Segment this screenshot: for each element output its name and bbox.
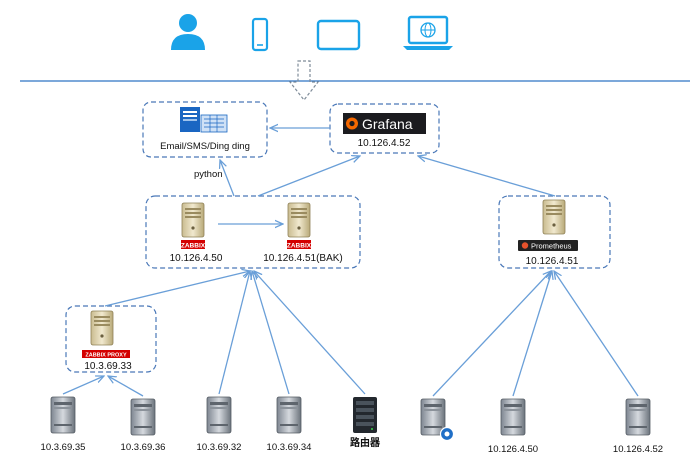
prometheus-brand: Prometheus (531, 242, 572, 251)
host-server-icon (50, 396, 76, 434)
proxy-server-icon (90, 310, 114, 346)
user-icon (171, 14, 205, 50)
zabbix-backup-ip: 10.126.4.51(BAK) (263, 253, 343, 264)
proxy-brand: ZABBIX PROXY (85, 353, 127, 359)
zabbix-server-icon (181, 202, 205, 238)
monitoring-badge-icon (439, 426, 455, 442)
host-label: 10.126.4.50 (488, 444, 538, 455)
alert-server-icon (180, 107, 228, 133)
host-server-icon (276, 396, 302, 434)
host-label: 10.3.69.35 (41, 442, 86, 453)
host-server-icon (625, 398, 651, 436)
host-label: 10.3.69.36 (121, 442, 166, 453)
alert-label: Email/SMS/Ding ding (160, 141, 250, 152)
host-server-icon (420, 398, 446, 436)
tablet-icon (316, 19, 361, 51)
grafana-logo: Grafana (343, 113, 426, 134)
zabbix-brand-primary: ZABBIX (181, 243, 206, 250)
host-label: 10.3.69.32 (197, 442, 242, 453)
host-label: 10.3.69.34 (267, 442, 312, 453)
proxy-ip: 10.3.69.33 (84, 361, 132, 372)
prometheus-server-icon (542, 199, 566, 235)
zabbix-brand-backup: ZABBIX (287, 243, 312, 250)
zabbix-box (145, 195, 361, 269)
proxy-box (65, 305, 157, 373)
grafana-wordmark: Grafana (362, 116, 413, 132)
host-server-icon (130, 398, 156, 436)
laptop-icon (403, 15, 453, 50)
connections (62, 128, 639, 397)
zabbix-primary-ip: 10.126.4.50 (170, 253, 223, 264)
python-label: python (194, 169, 223, 180)
host-label: 10.126.4.52 (613, 444, 663, 455)
host-server-icon (206, 396, 232, 434)
zabbix-backup-server-icon (287, 202, 311, 238)
prometheus-ip: 10.126.4.51 (526, 256, 579, 267)
grafana-ip: 10.126.4.52 (358, 138, 411, 149)
alert-box (142, 101, 268, 158)
host-server-icon (500, 398, 526, 436)
router-icon (353, 397, 377, 433)
down-arrow-icon (288, 60, 320, 101)
phone-icon (251, 17, 269, 52)
router-label: 路由器 (350, 436, 381, 449)
